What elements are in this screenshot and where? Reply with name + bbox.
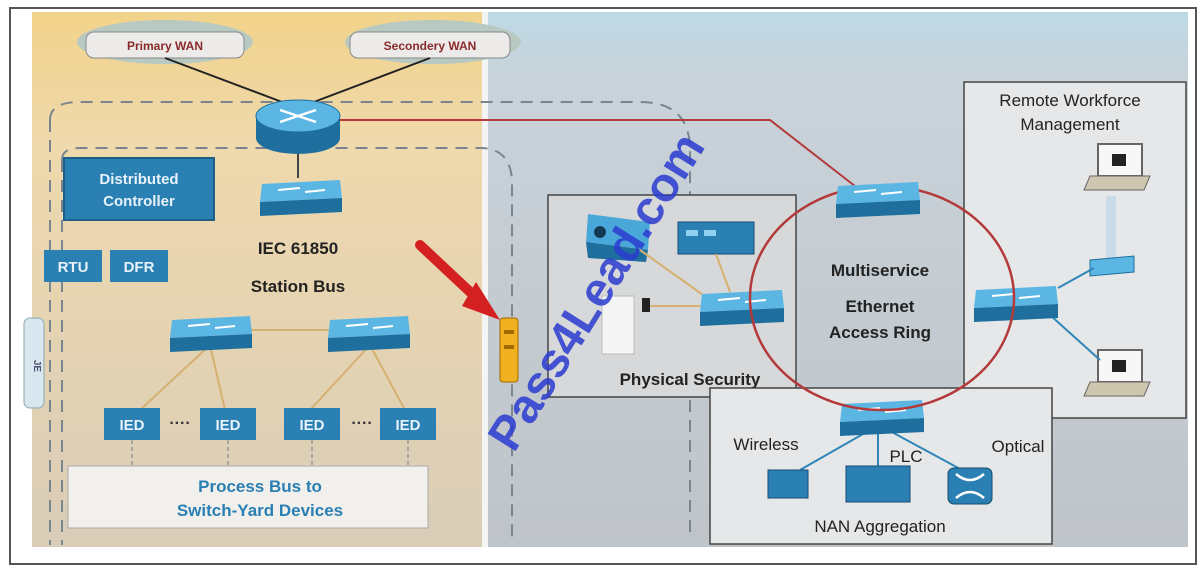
process-bus-label-2: Switch-Yard Devices [177, 501, 343, 520]
process-bus-box [67, 465, 429, 529]
ap-link [1057, 267, 1095, 289]
station-bus-label-1: IEC 61850 [258, 239, 338, 258]
optical-device-icon [947, 467, 993, 505]
wireless-label: Wireless [733, 435, 798, 454]
remote-workforce-label-2: Management [1020, 115, 1120, 134]
security-switch-icon [700, 290, 784, 326]
ied-link-4 [369, 344, 406, 411]
ring-label-3: Access Ring [829, 323, 931, 342]
ied-box-3 [284, 408, 340, 440]
distributed-controller-label-1: Distributed [99, 171, 178, 188]
bus-switch-left-icon [170, 316, 252, 352]
nan-switch-icon [840, 400, 924, 436]
station-bus-label-2: Station Bus [251, 277, 345, 296]
primary-wan-link [164, 57, 299, 109]
ip-camera-icon [586, 214, 650, 262]
wireless-link [799, 429, 871, 471]
rtu-label: RTU [58, 259, 89, 276]
remote-workforce-label-1: Remote Workforce [999, 91, 1140, 110]
sensor-icon [642, 298, 650, 312]
wireless-device-icon [767, 469, 809, 499]
ied-link-3 [309, 344, 371, 411]
ied-label-3: IED [299, 417, 324, 434]
video-server-icon [677, 221, 755, 255]
process-bus-label-1: Process Bus to [198, 477, 322, 496]
plc-device-icon [845, 465, 911, 503]
access-reader-icon [601, 295, 635, 355]
ied-box-1 [104, 408, 160, 440]
distributed-controller-label-2: Controller [103, 193, 175, 210]
router-ring-link [340, 119, 861, 191]
substation-boundary [49, 101, 691, 200]
dfr-label: DFR [124, 259, 155, 276]
side-tab [23, 317, 45, 409]
bus-switch-right-icon [328, 316, 410, 352]
physical-security-label: Physical Security [620, 370, 761, 389]
distributed-controller-box [63, 157, 215, 221]
server-link [715, 253, 731, 293]
remote-switch-icon [974, 286, 1058, 322]
area-divider [482, 12, 488, 547]
plc-label: PLC [889, 447, 922, 466]
laptop-top-icon [1083, 143, 1151, 191]
ied-link-1 [139, 344, 211, 411]
ied-box-4 [380, 408, 436, 440]
ring-label-1: Multiservice [831, 261, 929, 280]
secondary-wan-link [297, 57, 431, 109]
optical-link [887, 429, 963, 471]
router-arrows [279, 108, 317, 124]
camera-link [639, 249, 711, 301]
ied-ellipsis-1: ···· [169, 415, 190, 432]
optical-label: Optical [992, 437, 1045, 456]
ied-box-2 [200, 408, 256, 440]
rtu-box [44, 250, 102, 282]
ied-link-2 [209, 344, 226, 411]
ring-top-switch-icon [836, 182, 920, 218]
inner-boundary [61, 147, 513, 540]
red-arrow-icon [415, 240, 500, 320]
substation-switch-icon [260, 180, 342, 216]
ring-label-2: Ethernet [846, 297, 915, 316]
dfr-box [110, 250, 168, 282]
primary-wan-label: Primary WAN [127, 39, 203, 53]
nan-aggregation-label: NAN Aggregation [814, 517, 945, 536]
ied-ellipsis-2: ···· [351, 415, 372, 432]
secondary-wan-label: Secondery WAN [384, 39, 477, 53]
ied-label-1: IED [119, 417, 144, 434]
ied-label-4: IED [395, 417, 420, 434]
laptop-bottom-icon [1083, 349, 1151, 397]
side-tab-label: JE [31, 360, 42, 373]
ied-label-2: IED [215, 417, 240, 434]
